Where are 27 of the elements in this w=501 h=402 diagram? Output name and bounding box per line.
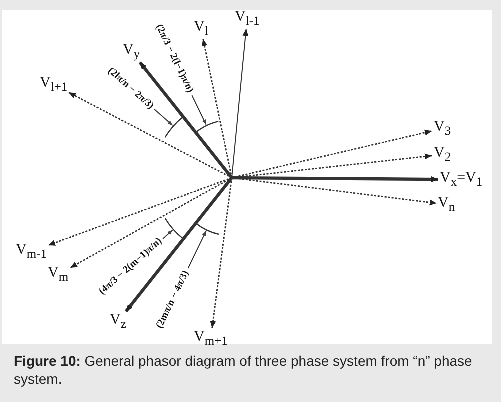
phasor-label: V$_{l+1}$ (40, 76, 68, 94)
phasor-arrow (210, 178, 233, 328)
phasor-arrow (232, 176, 438, 183)
angle-arc (196, 222, 220, 236)
phasor-label: V$_{m+1}$ (194, 330, 228, 348)
leader-line (162, 230, 174, 240)
phasor-label: V$_{n}$ (438, 196, 456, 214)
leader-line (192, 95, 207, 126)
phasor-arrow (124, 177, 234, 313)
phasor-label: V$_{l}$ (194, 20, 208, 38)
phasor-arrow (232, 28, 249, 178)
figure-caption: Figure 10: General phasor diagram of three phase system from “n” phase system. (14, 352, 474, 388)
phasor-label: V$_{y}$ (123, 43, 140, 60)
phasor-arrow (232, 177, 437, 206)
angle-arc (196, 120, 219, 133)
phasor-label: V$_{m-1}$ (16, 243, 47, 260)
phasor-label: V$_{2}$ (434, 146, 452, 164)
phasor-label: V$_{x}$=V$_{1}$ (440, 171, 483, 188)
leader-line (188, 230, 207, 269)
angle-arc (164, 218, 184, 240)
angle-arc (164, 116, 184, 138)
phasor-label: V$_{3}$ (434, 120, 452, 138)
phasor-label: V$_{z}$ (110, 313, 126, 330)
phasor-label: V$_{m}$ (48, 266, 69, 284)
leader-line (154, 108, 174, 126)
phasor-arrow (138, 61, 234, 179)
phasor-label: V$_{l-1}$ (235, 10, 260, 28)
